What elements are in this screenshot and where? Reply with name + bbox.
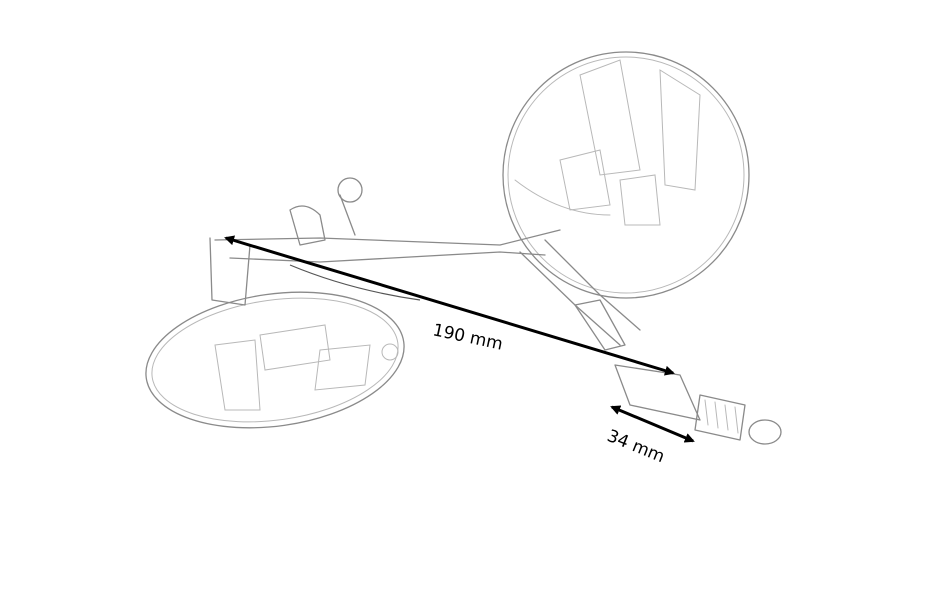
left-mirror-head <box>145 291 405 429</box>
right-mirror-head <box>502 51 750 299</box>
overall-length-label: 190 mm <box>431 320 505 354</box>
mount-bolt <box>614 364 782 445</box>
bolt-length-label: 34 mm <box>604 426 667 467</box>
mirror-stem <box>209 177 641 351</box>
dimension-overall-length: 190 mm <box>224 235 675 376</box>
